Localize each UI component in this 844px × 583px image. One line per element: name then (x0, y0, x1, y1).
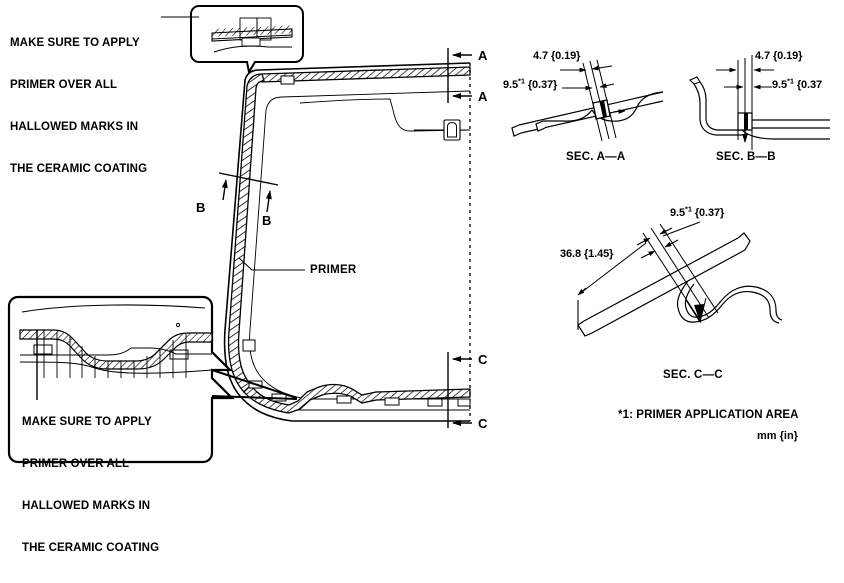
section-bb-dim-primer-footnote-ref: *1 (787, 76, 794, 86)
note-top-left-line-3: HALLOWED MARKS IN (10, 121, 139, 134)
note-top-left: MAKE SURE TO APPLY PRIMER OVER ALL HALLO… (10, 8, 147, 204)
section-cc-dim-primer: 9.5*1 {0.37} (670, 204, 725, 220)
section-bb-drawing (689, 55, 830, 150)
note-bottom-left-line-2: PRIMER OVER ALL (22, 458, 130, 471)
note-top-left-line-2: PRIMER OVER ALL (10, 79, 118, 92)
bottom-left-detail-callout (7, 295, 298, 464)
section-marker-c-top-label: C (478, 352, 488, 367)
note-top-left-line-4: THE CERAMIC COATING (10, 163, 148, 176)
note-top-left-line-1: MAKE SURE TO APPLY (10, 37, 140, 50)
section-marker-a (447, 48, 472, 103)
section-aa-drawing (511, 59, 664, 142)
diagram-sheet: MAKE SURE TO APPLY PRIMER OVER ALL HALLO… (7, 5, 830, 554)
section-marker-c (447, 352, 472, 428)
section-cc-dim-primer-value: 9.5 (670, 207, 685, 219)
section-bb-dim-primer: 9.5*1 {0.37 (772, 76, 823, 92)
footnote-primer-area: *1: PRIMER APPLICATION AREA (618, 409, 799, 421)
top-left-detail-callout (161, 5, 304, 75)
primer-label: PRIMER (310, 264, 357, 276)
section-bb-dim-primer-unit: {0.37 (793, 79, 823, 91)
section-cc-drawing (577, 221, 783, 337)
section-bb-dim-width: 4.7 {0.19} (755, 50, 803, 62)
section-aa-dim-primer: 9.5*1 {0.37} (503, 76, 558, 92)
section-marker-a-top-label: A (478, 48, 488, 63)
section-bb-dim-primer-value: 9.5 (772, 79, 787, 91)
section-cc-dim-primer-footnote-ref: *1 (685, 204, 692, 214)
section-marker-b (218, 172, 279, 213)
section-aa-dim-primer-unit: {0.37} (524, 79, 558, 91)
section-marker-a-bottom-label: A (478, 89, 488, 104)
section-aa-dim-width: 4.7 {0.19} (533, 50, 581, 62)
primer-leader-line (238, 257, 305, 271)
note-bottom-left-line-3: HALLOWED MARKS IN (22, 500, 151, 513)
section-cc-dim-length: 36.8 {1.45} (560, 248, 614, 260)
section-aa-title: SEC. A—A (566, 151, 626, 163)
section-bb-title: SEC. B—B (716, 151, 776, 163)
section-marker-c-bottom-label: C (478, 416, 488, 431)
footnote-units: mm {in} (757, 430, 798, 442)
note-bottom-left: MAKE SURE TO APPLY PRIMER OVER ALL HALLO… (22, 387, 159, 583)
section-aa-dim-primer-footnote-ref: *1 (518, 76, 525, 86)
section-marker-b-left-label: B (196, 200, 206, 215)
section-cc-dim-primer-unit: {0.37} (691, 207, 725, 219)
mirror-mount-bracket (414, 119, 470, 141)
note-bottom-left-line-4: THE CERAMIC COATING (22, 542, 160, 555)
note-bottom-left-line-1: MAKE SURE TO APPLY (22, 416, 152, 429)
section-aa-dim-primer-value: 9.5 (503, 79, 518, 91)
technical-drawing-canvas (7, 5, 830, 464)
section-cc-title: SEC. C—C (663, 369, 723, 381)
windshield-outline (223, 62, 471, 422)
section-marker-b-right-label: B (262, 213, 272, 228)
